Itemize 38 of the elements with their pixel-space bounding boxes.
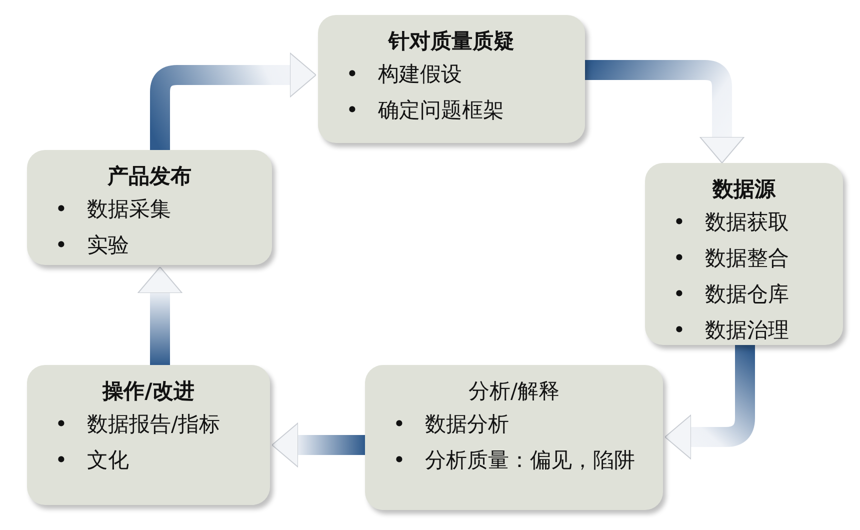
bullet-mark: • (55, 448, 68, 472)
bullet-item: 数据分析 (425, 411, 509, 437)
bullet-item: 数据报告/指标 (87, 411, 220, 437)
box-heading: 针对质量质疑 (387, 27, 516, 55)
bullet-item: 文化 (87, 447, 129, 473)
bullet-mark: • (55, 412, 68, 436)
bullet-mark: • (55, 233, 68, 257)
block-arrow (272, 422, 365, 468)
bullet-mark: • (393, 412, 406, 436)
bullet-item: 数据治理 (705, 317, 789, 343)
bullet-mark: • (393, 448, 406, 472)
bullet-item: 构建假设 (378, 61, 462, 87)
bullet-item: 数据仓库 (705, 281, 789, 307)
bullet-item: 实验 (87, 232, 129, 258)
block-arrow (664, 345, 755, 460)
bullet-mark: • (673, 282, 686, 306)
box-heading: 数据源 (711, 175, 777, 203)
bullet-mark: • (673, 246, 686, 270)
bullet-mark: • (673, 318, 686, 342)
rounded-box (365, 365, 663, 510)
bullet-mark: • (346, 98, 358, 122)
rounded-box (27, 150, 272, 265)
box-heading: 分析/解释 (467, 378, 561, 405)
block-arrow (138, 266, 182, 365)
bullet-mark: • (673, 210, 686, 234)
bullet-item: 数据整合 (705, 245, 789, 271)
bullet-mark: • (346, 62, 358, 86)
box-heading: 产品发布 (106, 162, 192, 190)
bullet-item: 数据获取 (705, 209, 789, 235)
block-arrow (585, 60, 744, 164)
rounded-box (645, 163, 843, 345)
rounded-box (27, 365, 270, 505)
bullet-mark: • (55, 197, 68, 221)
box-heading: 操作/改进 (101, 377, 196, 405)
bullet-item: 确定问题框架 (378, 97, 504, 123)
bullet-item: 数据采集 (87, 196, 171, 222)
bullet-item: 分析质量：偏见，陷阱 (425, 447, 635, 473)
rounded-box (318, 15, 585, 143)
